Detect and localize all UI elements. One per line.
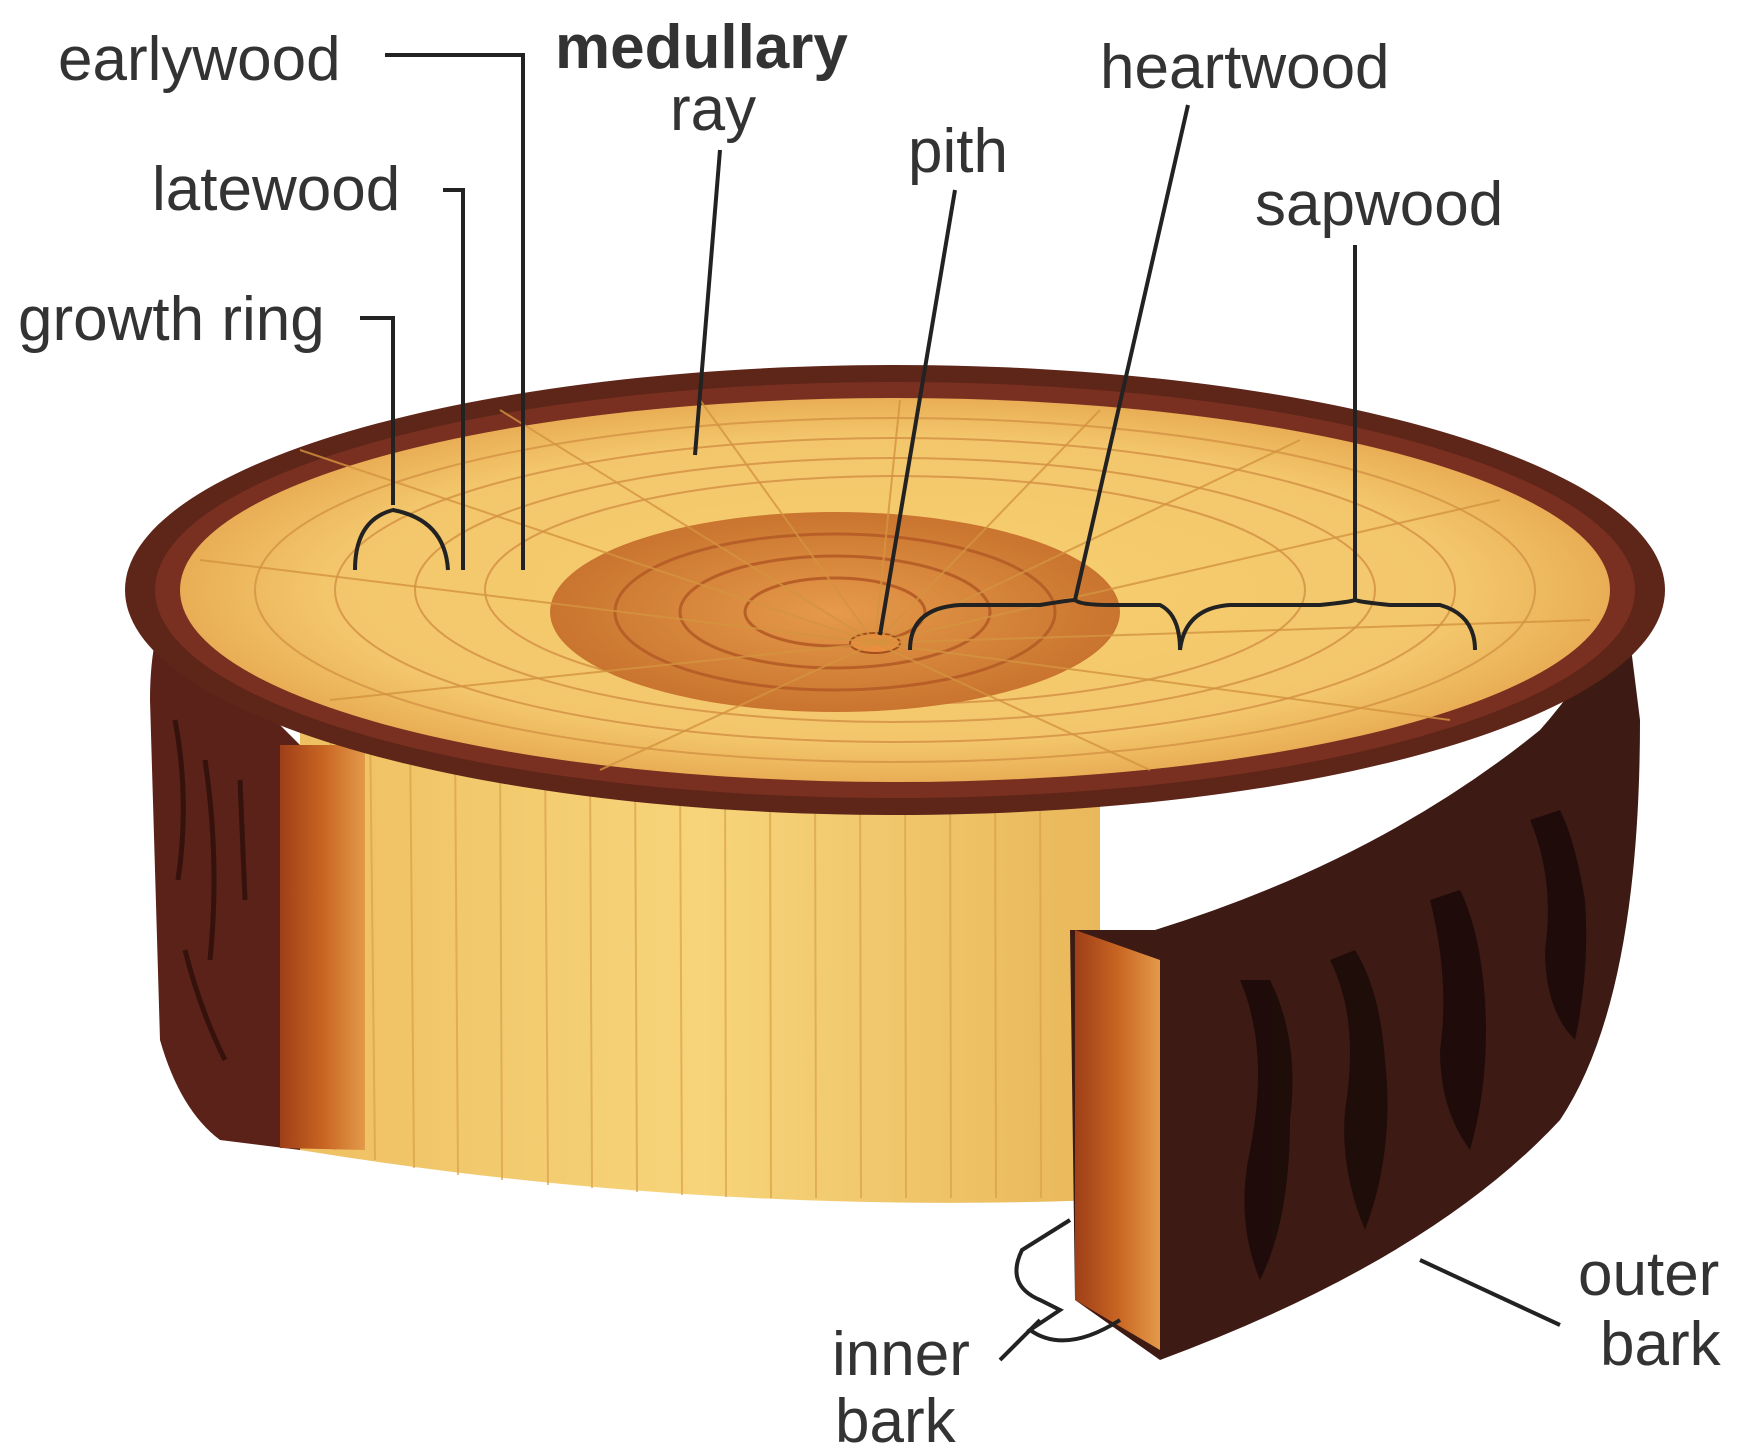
inner-bark-label: bark bbox=[835, 1387, 957, 1452]
heartwood-label: heartwood bbox=[1100, 33, 1390, 102]
outer-bark-leader bbox=[1420, 1260, 1560, 1325]
left-inner-bark bbox=[280, 745, 365, 1150]
pith-label: pith bbox=[908, 117, 1008, 186]
outer-bark-label: bark bbox=[1600, 1310, 1722, 1379]
outer-label: outer bbox=[1578, 1240, 1719, 1309]
ray-label: ray bbox=[670, 75, 756, 144]
earlywood-label: earlywood bbox=[58, 25, 341, 94]
heartwood-region bbox=[550, 512, 1120, 712]
sapwood-label: sapwood bbox=[1255, 170, 1503, 239]
growth-ring-label: growth ring bbox=[18, 285, 325, 354]
medullary-label: medullary bbox=[555, 13, 848, 82]
right-inner-bark bbox=[1075, 930, 1160, 1350]
inner-label: inner bbox=[832, 1320, 970, 1389]
inner-bark-leader bbox=[1000, 1320, 1040, 1360]
latewood-label: latewood bbox=[152, 155, 400, 224]
